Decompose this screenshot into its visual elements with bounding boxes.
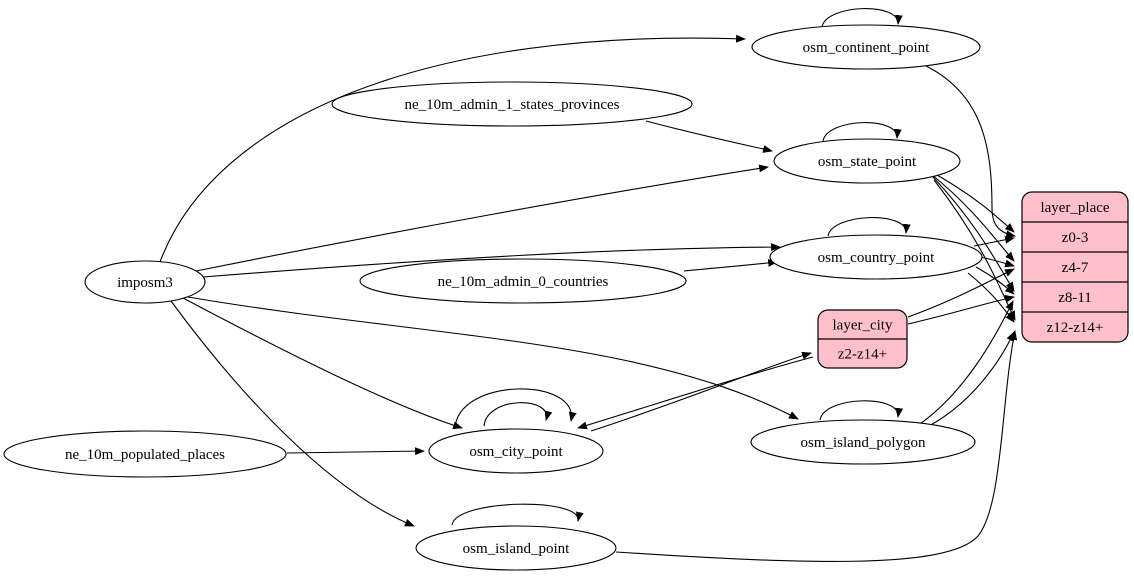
edge-osm_city_point-to-layer_city.z2-z14+ (590, 351, 812, 432)
node-ellipse-osm_island_point (415, 525, 617, 571)
node-label-imposm3: imposm3 (117, 275, 173, 291)
node-ellipse-ne_10m_admin_1_states_provinces (331, 81, 693, 127)
edge-osm_island_point-to-layer_place.z12-z14+ (615, 330, 1018, 563)
self-loop-osm_country_point (827, 217, 911, 237)
edge-osm_continent_point-to-layer_place.z0-3 (925, 65, 1016, 239)
edge-imposm3-to-osm_island_polygon (187, 296, 799, 420)
node-label-osm_city_point: osm_city_point (469, 444, 563, 460)
edge-osm_state_point-to-layer_place.z0-3 (927, 169, 1015, 233)
record-row-layer_city: z2-z14+ (838, 347, 887, 363)
record-row-layer_place: z0-3 (1062, 230, 1089, 246)
node-osm_island_point: osm_island_point (415, 525, 617, 571)
node-label-osm_continent_point: osm_continent_point (803, 40, 930, 56)
node-ellipse-osm_city_point (428, 428, 604, 474)
node-ellipse-ne_10m_populated_places (3, 430, 287, 478)
node-label-osm_island_point: osm_island_point (463, 541, 571, 557)
self-loop-osm_island_point (451, 503, 584, 526)
edge-ne_10m_populated_places-to-osm_city_point (286, 447, 425, 456)
edge-osm_country_point-to-layer_place.z8-11 (975, 266, 1015, 295)
edge-imposm3-to-osm_city_point (182, 297, 463, 430)
edge-osm_island_polygon-to-layer_place.z8-11 (916, 300, 1014, 427)
edge-osm_country_point-to-layer_place.z12-z14+ (967, 272, 1015, 323)
node-ellipse-osm_island_polygon (750, 419, 976, 465)
edge-osm_island_polygon-to-layer_place.z12-z14+ (922, 331, 1015, 430)
node-label-ne_10m_populated_places: ne_10m_populated_places (65, 447, 225, 463)
self-loop-osm_city_point (483, 402, 553, 427)
record-box-layer_place (1021, 191, 1129, 343)
edge-osm_city_point-to-layer_place.z4-7 (907, 268, 1015, 318)
node-ellipse-imposm3 (84, 260, 206, 304)
node-ellipse-osm_state_point (773, 138, 961, 184)
node-label-osm_state_point: osm_state_point (818, 154, 917, 170)
node-imposm3: imposm3 (84, 260, 206, 304)
node-osm_state_point: osm_state_point (773, 138, 961, 184)
node-osm_country_point: osm_country_point (769, 234, 983, 280)
record-header-layer_place: layer_place (1040, 200, 1109, 216)
node-osm_island_polygon: osm_island_polygon (750, 419, 976, 465)
node-ellipse-osm_continent_point (751, 24, 981, 70)
edge-layer_city-to-osm_city_point (577, 356, 814, 430)
node-label-osm_island_polygon: osm_island_polygon (800, 435, 926, 451)
edge-ne_10m_admin_0_countries-to-osm_country_point (683, 259, 778, 272)
node-osm_continent_point: osm_continent_point (751, 24, 981, 70)
edge-osm_country_point-to-layer_place.z4-7 (979, 256, 1015, 268)
node-ne_10m_populated_places: ne_10m_populated_places (3, 430, 287, 478)
record-row-layer_place: z8-11 (1058, 290, 1092, 306)
edge-osm_state_point-to-layer_place.z4-7 (930, 173, 1015, 262)
node-ellipse-ne_10m_admin_0_countries (359, 258, 687, 304)
self-loop-osm_continent_point (821, 8, 903, 28)
record-header-layer_city: layer_city (833, 318, 893, 334)
node-label-osm_country_point: osm_country_point (818, 250, 935, 266)
edge-imposm3-to-osm_island_point (170, 300, 415, 527)
node-label-ne_10m_admin_1_states_provinces: ne_10m_admin_1_states_provinces (405, 97, 620, 113)
edge-osm_city_point-to-layer_place.z8-11 (907, 294, 1015, 325)
node-label-ne_10m_admin_0_countries: ne_10m_admin_0_countries (438, 274, 609, 290)
edge-osm_state_point-to-layer_place.z8-11 (932, 176, 1015, 292)
node-ne_10m_admin_0_countries: ne_10m_admin_0_countries (359, 258, 687, 304)
record-row-layer_place: z12-z14+ (1047, 320, 1104, 336)
edge-imposm3-to-osm_state_point (195, 164, 769, 272)
edge-imposm3-to-osm_country_point (202, 243, 781, 278)
node-ne_10m_admin_1_states_provinces: ne_10m_admin_1_states_provinces (331, 81, 693, 127)
node-osm_city_point: osm_city_point (428, 428, 604, 474)
edge-imposm3-to-osm_continent_point (159, 34, 746, 263)
self-loop-osm_city_point (454, 388, 577, 430)
record-layer_city: layer_city z2-z14+ (817, 309, 908, 369)
record-row-layer_place: z4-7 (1062, 260, 1089, 276)
node-ellipse-osm_country_point (769, 234, 983, 280)
self-loop-osm_island_polygon (819, 400, 904, 421)
edge-osm_country_point-to-layer_place.z0-3 (973, 235, 1015, 247)
edge-ne_10m_admin_1_states_provinces-to-osm_state_point (645, 120, 773, 153)
self-loop-osm_state_point (822, 122, 902, 142)
record-layer_place: layer_place z0-3 z4-7 z8-11 z12-z14+ (1021, 191, 1129, 343)
